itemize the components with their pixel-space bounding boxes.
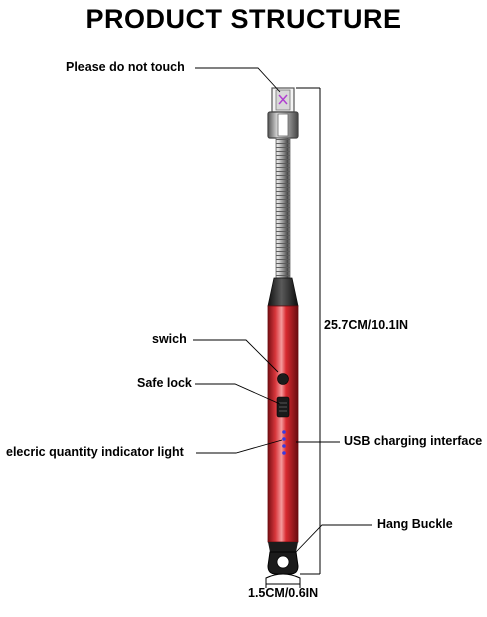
label-safe-lock: Safe lock <box>137 376 192 390</box>
lighter-tip <box>267 87 299 139</box>
lighter-body <box>267 305 299 543</box>
switch-button <box>277 373 289 385</box>
label-length-dimension: 25.7CM/10.1IN <box>324 318 409 332</box>
neck-cap <box>267 277 299 307</box>
label-switch: swich <box>152 332 187 346</box>
flexible-neck <box>275 137 291 279</box>
label-do-not-touch: Please do not touch <box>66 60 185 74</box>
label-width-dimension: 1.5CM/0.6IN <box>248 586 319 600</box>
leader-safe-lock <box>195 383 281 405</box>
label-usb-interface: USB charging interface <box>344 434 483 448</box>
leader-indicator <box>196 439 283 454</box>
page-title: PRODUCT STRUCTURE <box>85 4 402 34</box>
label-indicator-light: elecric quantity indicator light <box>6 445 184 459</box>
label-hang-buckle: Hang Buckle <box>377 517 453 531</box>
leader-switch <box>193 339 279 373</box>
bottom-cap <box>268 542 298 552</box>
height-dimension-line <box>296 87 321 575</box>
leader-buckle <box>295 524 372 553</box>
battery-indicator-lights <box>282 430 286 455</box>
leader-touch <box>195 67 281 93</box>
